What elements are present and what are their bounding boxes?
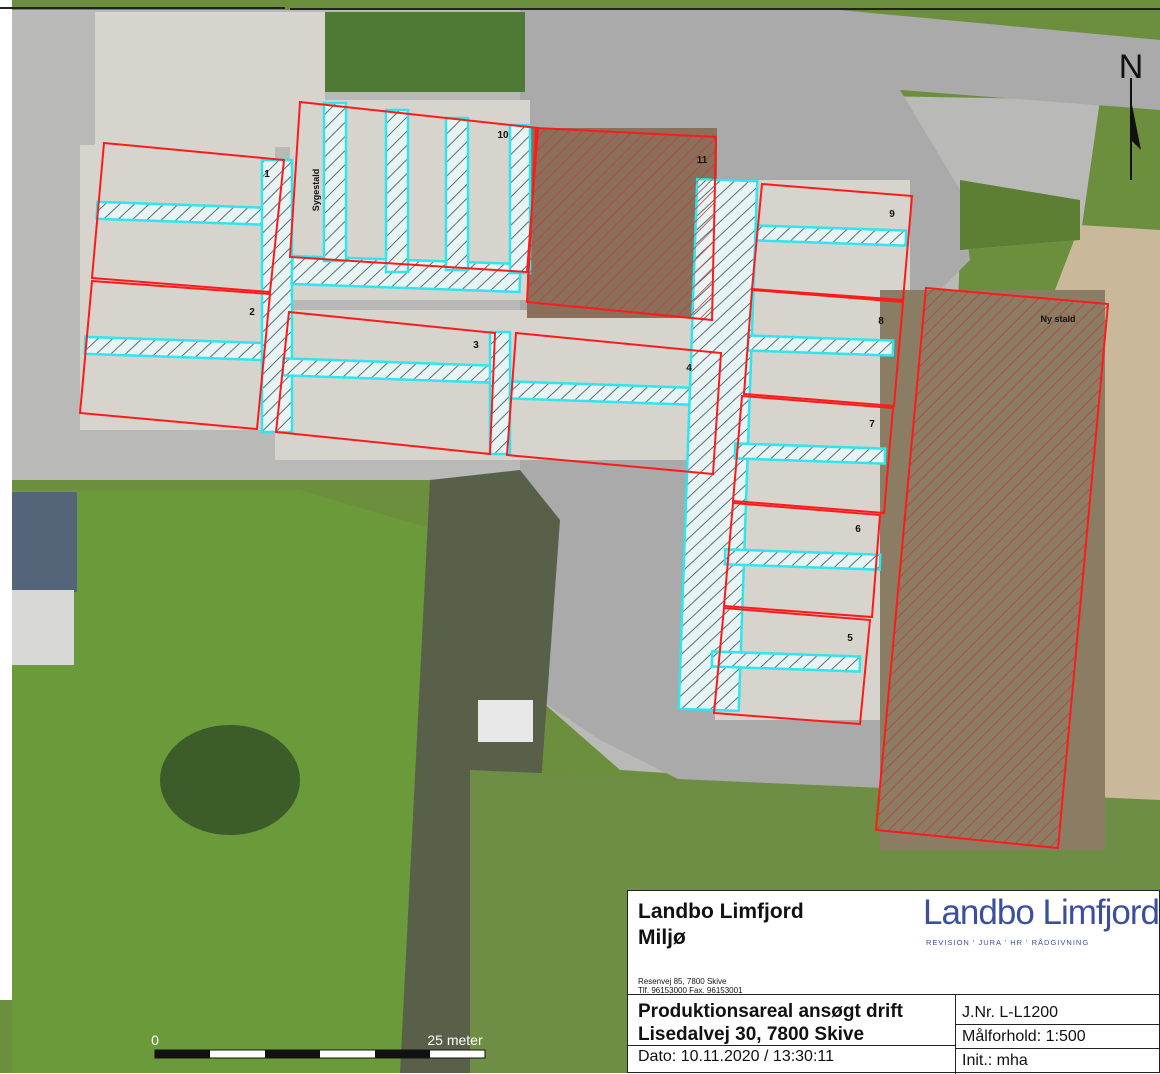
company-logo: Landbo Limfjord: [923, 893, 1160, 932]
small-shed-wall: [12, 590, 74, 665]
label-1: 1: [264, 169, 270, 180]
divider-scale: [956, 1048, 1160, 1049]
logo-tagline: REVISION ' JURA ' HR ' RÅDGIVNING: [926, 938, 1090, 947]
trailer: [478, 700, 533, 742]
red-hatched-areas: [525, 126, 1110, 850]
map-date: Dato: 10.11.2020 / 13:30:11: [638, 1048, 835, 1065]
address-line2: Tlf. 96153000 Fax. 96153001: [638, 986, 743, 995]
map-title: Produktionsareal ansøgt drift: [638, 1001, 903, 1022]
title-block: Landbo Limfjord Miljø Resenvej 85, 7800 …: [627, 890, 1160, 1074]
journal-number: J.Nr. L-L1200: [962, 1004, 1059, 1021]
label-9: 9: [889, 209, 895, 220]
scale-start-label: 0: [151, 1032, 159, 1048]
small-shed-roof: [12, 492, 77, 592]
divider-jnr: [956, 1024, 1160, 1025]
org-line2: Miljø: [638, 926, 686, 949]
divider-date: [628, 1045, 955, 1046]
tree-shadow: [160, 725, 300, 835]
address-line1: Resenvej 85, 7800 Skive: [638, 977, 727, 986]
label-5: 5: [847, 633, 853, 644]
left-margin: [0, 0, 12, 1000]
label-4: 4: [686, 363, 692, 374]
grass-patch-north: [960, 180, 1080, 250]
label-8: 8: [878, 316, 884, 327]
section-outlines: [78, 100, 914, 726]
org-address: Resenvej 85, 7800 Skive Tlf. 96153000 Fa…: [638, 977, 743, 995]
grass-patch-top: [325, 12, 525, 92]
label-sygestald: Sygestald: [311, 169, 321, 212]
scale-bar: 0 25 meter: [151, 1032, 486, 1059]
label-10: 10: [497, 130, 509, 141]
org-name: Landbo Limfjord Miljø: [638, 899, 804, 951]
divider-vertical: [955, 994, 956, 1074]
initials: Init.: mha: [962, 1052, 1028, 1069]
org-line1: Landbo Limfjord: [638, 900, 804, 923]
divider: [628, 994, 1160, 995]
scale-end-label: 25 meter: [427, 1032, 483, 1048]
label-ny-stald: Ny stald: [1040, 314, 1075, 324]
label-3: 3: [473, 340, 479, 351]
north-arrow: N: [1119, 48, 1143, 180]
label-6: 6: [855, 524, 861, 535]
label-2: 2: [249, 307, 255, 318]
map-scale: Målforhold: 1:500: [962, 1028, 1086, 1045]
label-7: 7: [869, 419, 875, 430]
label-11: 11: [697, 155, 708, 166]
map-location: Lisedalvej 30, 7800 Skive: [638, 1024, 865, 1045]
